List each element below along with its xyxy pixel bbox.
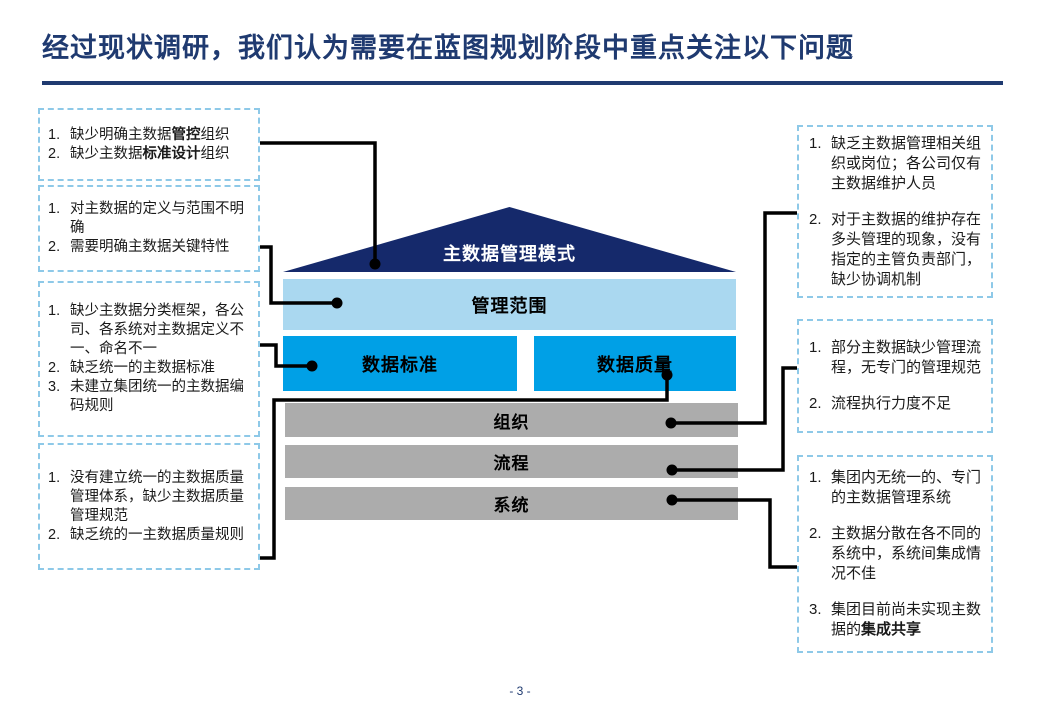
bar-data-quality: 数据质量 <box>534 336 736 391</box>
list-item: 1. 缺少主数据分类框架，各公司、各系统对主数据定义不一、命名不一 <box>48 302 252 359</box>
callout-left-scope: 1. 对主数据的定义与范围不明确 2. 需要明确主数据关键特性 <box>38 185 260 272</box>
item-text: 对于主数据的维护存在多头管理的现象，没有指定的主管负责部门，缺少协调机制 <box>831 210 982 288</box>
callout-right-organization: 1. 缺乏主数据管理相关组织或岗位；各公司仅有主数据维护人员 2. 对于主数据的… <box>797 125 993 298</box>
item-number: 1. <box>48 303 61 319</box>
title-underline <box>42 81 1003 85</box>
connector-left1-roof <box>260 141 377 264</box>
list-item: 1. 对主数据的定义与范围不明确 <box>48 200 252 238</box>
list-item: 1. 部分主数据缺少管理流程，无专门的管理规范 <box>809 338 985 378</box>
list-item: 2. 流程执行力度不足 <box>809 394 985 414</box>
item-number: 3. <box>48 379 61 395</box>
item-text: 集团内无统一的、专门的主数据管理系统 <box>831 469 982 506</box>
item-text: 没有建立统一的主数据质量管理体系，缺少主数据质量管理规范 <box>70 469 244 524</box>
list-item: 2. 需要明确主数据关键特性 <box>48 238 252 257</box>
list-item: 2. 缺乏统一的主数据标准 <box>48 359 252 378</box>
list-item: 3. 集团目前尚未实现主数据的集成共享 <box>809 600 985 640</box>
bar-management-scope: 管理范围 <box>283 279 736 330</box>
item-number: 1. <box>809 134 822 152</box>
item-number: 1. <box>48 201 61 217</box>
list-item: 2. 对于主数据的维护存在多头管理的现象，没有指定的主管负责部门，缺少协调机制 <box>809 210 985 290</box>
item-number: 1. <box>809 469 822 486</box>
item-number: 2. <box>48 239 61 255</box>
item-text: 缺乏统一的主数据标准 <box>70 360 215 376</box>
item-number: 2. <box>809 210 822 228</box>
list-item: 2. 缺乏统的一主数据质量规则 <box>48 526 252 545</box>
item-text: 缺乏统的一主数据质量规则 <box>70 526 244 543</box>
item-text: 主数据分散在各不同的系统中，系统间集成情况不佳 <box>831 525 982 582</box>
item-number: 1. <box>48 126 61 143</box>
list-item: 1. 没有建立统一的主数据质量管理体系，缺少主数据质量管理规范 <box>48 469 252 526</box>
item-number: 2. <box>48 360 61 376</box>
list-item: 1. 缺少明确主数据管控组织 <box>48 126 252 145</box>
page-number: - 3 - <box>509 684 531 698</box>
bar-data-standard: 数据标准 <box>283 336 517 391</box>
bar-system: 系统 <box>285 487 738 520</box>
callout-left-quality: 1. 没有建立统一的主数据质量管理体系，缺少主数据质量管理规范 2. 缺乏统的一… <box>38 443 260 570</box>
item-number: 3. <box>809 601 822 618</box>
item-number: 2. <box>809 395 822 412</box>
item-text: 缺少主数据标准设计组织 <box>70 145 230 162</box>
bar-process: 流程 <box>285 445 738 478</box>
list-item: 2. 缺少主数据标准设计组织 <box>48 145 252 164</box>
item-number: 1. <box>809 339 822 356</box>
item-text: 缺少主数据分类框架，各公司、各系统对主数据定义不一、命名不一 <box>70 303 244 357</box>
bar-organization: 组织 <box>285 403 738 437</box>
item-text: 部分主数据缺少管理流程，无专门的管理规范 <box>831 339 982 376</box>
item-number: 2. <box>48 145 61 162</box>
item-text: 流程执行力度不足 <box>831 395 952 412</box>
item-number: 1. <box>48 469 61 486</box>
list-item: 3. 未建立集团统一的主数据编码规则 <box>48 378 252 416</box>
item-text: 缺少明确主数据管控组织 <box>70 126 230 143</box>
pyramid-roof: 主数据管理模式 <box>283 207 736 272</box>
callout-left-governance-org: 1. 缺少明确主数据管控组织 2. 缺少主数据标准设计组织 <box>38 108 260 181</box>
callout-right-process: 1. 部分主数据缺少管理流程，无专门的管理规范 2. 流程执行力度不足 <box>797 319 993 433</box>
list-item: 1. 缺乏主数据管理相关组织或岗位；各公司仅有主数据维护人员 <box>809 134 985 194</box>
item-text: 未建立集团统一的主数据编码规则 <box>70 379 244 414</box>
callout-right-system: 1. 集团内无统一的、专门的主数据管理系统 2. 主数据分散在各不同的系统中，系… <box>797 455 993 653</box>
item-text: 缺乏主数据管理相关组织或岗位；各公司仅有主数据维护人员 <box>831 134 982 192</box>
item-text: 需要明确主数据关键特性 <box>70 239 230 255</box>
item-text: 集团目前尚未实现主数据的集成共享 <box>831 601 982 638</box>
callout-left-standard: 1. 缺少主数据分类框架，各公司、各系统对主数据定义不一、命名不一 2. 缺乏统… <box>38 281 260 437</box>
list-item: 2. 主数据分散在各不同的系统中，系统间集成情况不佳 <box>809 524 985 584</box>
roof-label: 主数据管理模式 <box>443 244 576 264</box>
page-title: 经过现状调研，我们认为需要在蓝图规划阶段中重点关注以下问题 <box>42 33 854 63</box>
item-number: 2. <box>809 525 822 542</box>
list-item: 1. 集团内无统一的、专门的主数据管理系统 <box>809 468 985 508</box>
item-text: 对主数据的定义与范围不明确 <box>70 201 244 236</box>
item-number: 2. <box>48 526 61 543</box>
